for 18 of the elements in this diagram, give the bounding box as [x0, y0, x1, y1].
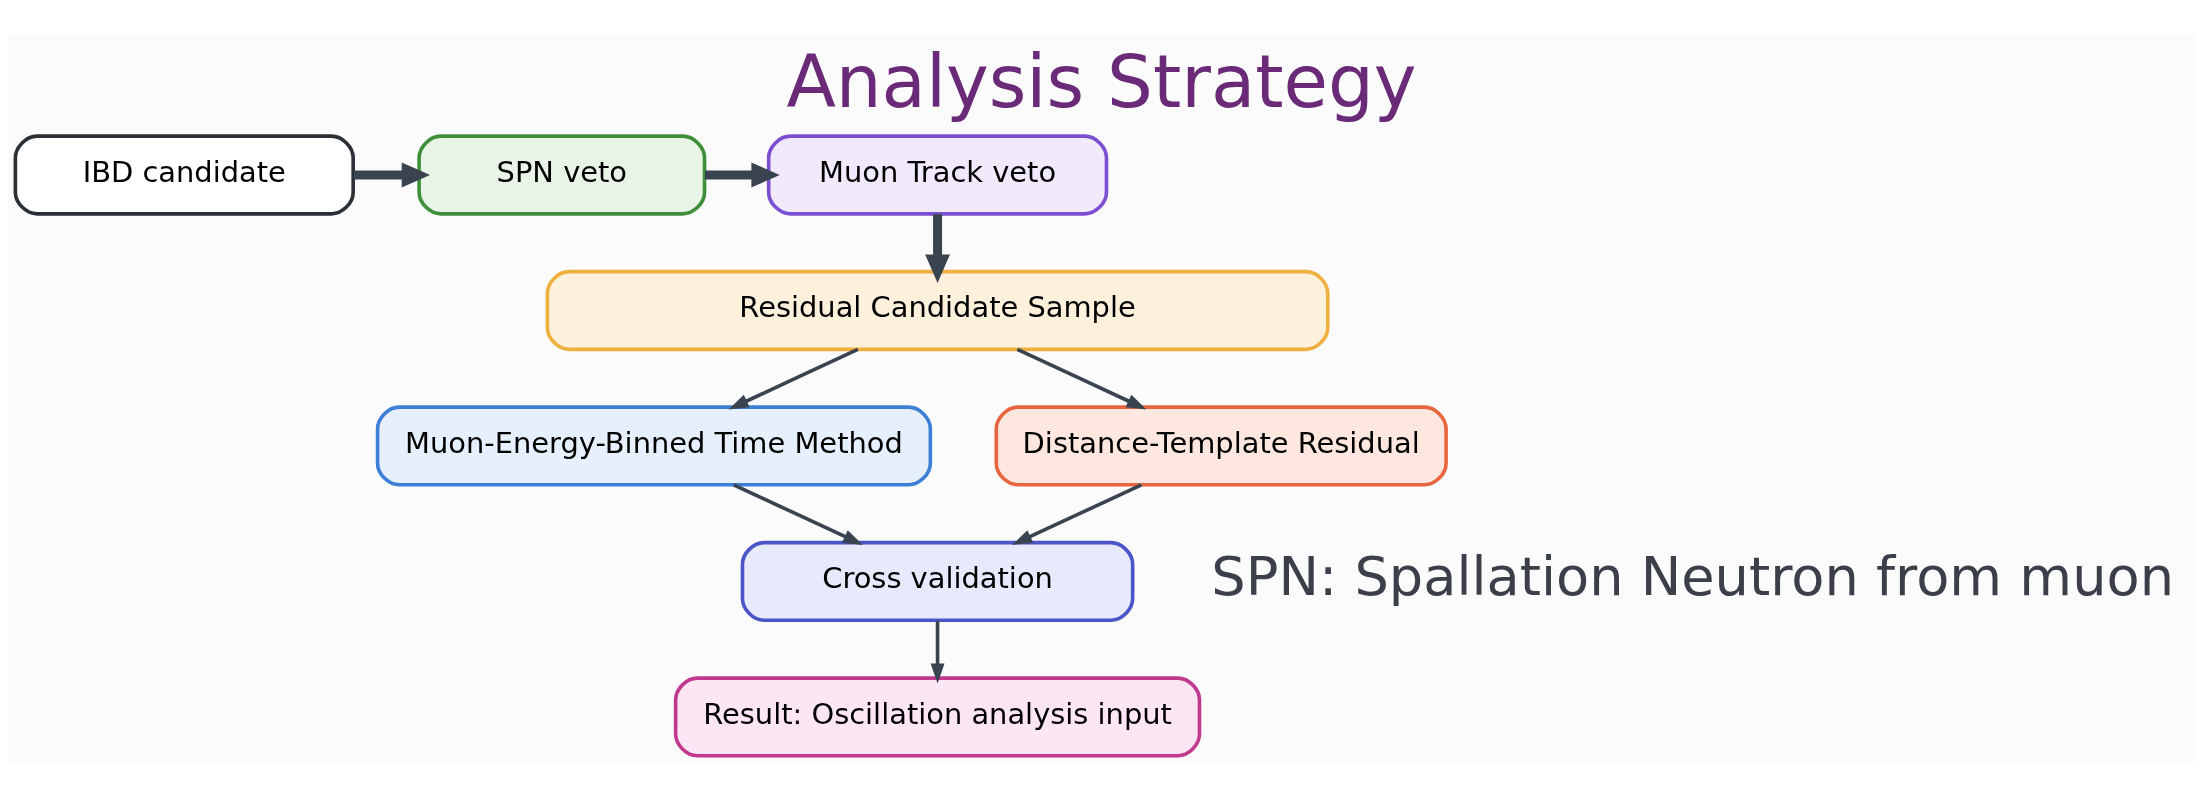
arrow — [704, 162, 780, 188]
arrow — [1016, 347, 1147, 410]
node-box: Residual Candidate Sample — [545, 269, 1330, 352]
node-box: Muon-Energy-Binned Time Method — [375, 405, 933, 487]
arrow — [728, 347, 859, 410]
node-box: Result: Oscillation analysis input — [673, 676, 1202, 758]
arrow — [353, 162, 431, 188]
node-box: Cross validation — [740, 540, 1135, 623]
arrow — [925, 214, 950, 283]
label: SPN: Spallation Neutron from muon — [1211, 545, 2174, 608]
diagram-title: Analysis Strategy — [786, 40, 1417, 125]
node-box: SPN veto — [417, 134, 707, 216]
node-box: IBD candidate — [13, 134, 355, 216]
node-box: Muon Track veto — [766, 134, 1109, 216]
arrow — [732, 483, 863, 545]
arrow — [1012, 483, 1143, 545]
arrow — [930, 620, 945, 684]
node-box: Distance-Template Residual — [994, 405, 1448, 487]
